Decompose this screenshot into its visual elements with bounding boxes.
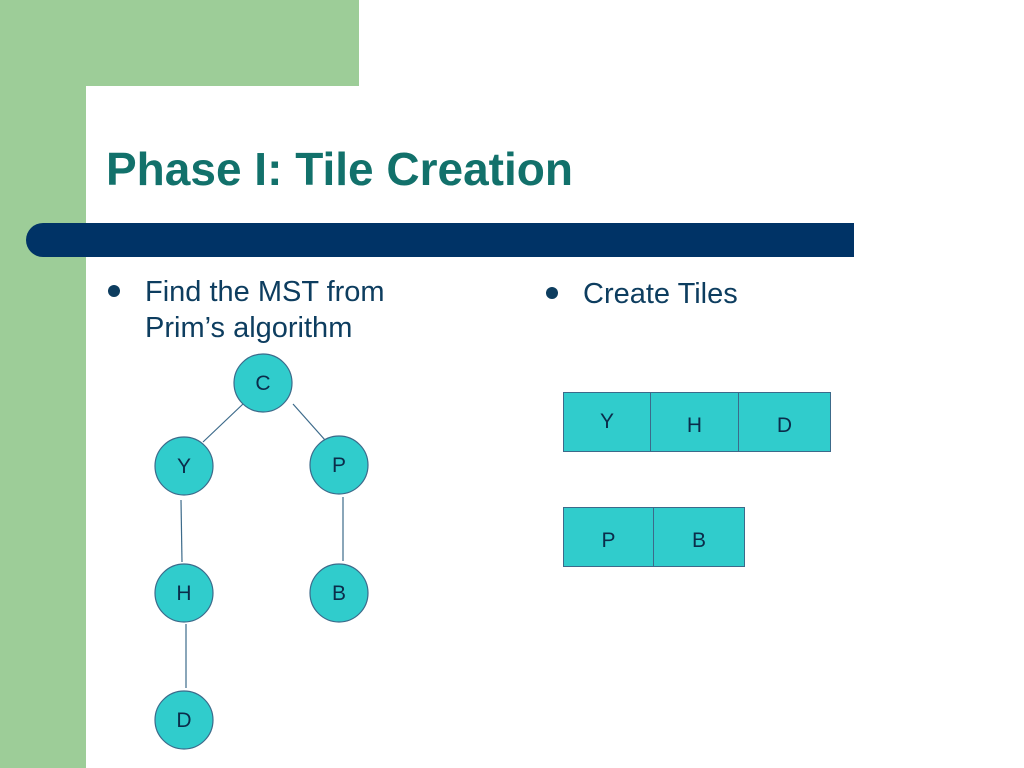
- tile-label: D: [776, 414, 793, 437]
- tree-edge-y-h: [180, 499, 183, 563]
- tile-cell: B: [654, 508, 744, 566]
- tree-edges: [180, 403, 344, 688]
- node-label: H: [176, 582, 191, 605]
- tile-cell: P: [564, 508, 654, 566]
- node-label: D: [176, 709, 191, 732]
- bullet-text: Create Tiles: [583, 278, 738, 310]
- tree-node-c: C: [233, 353, 293, 413]
- node-label: Y: [177, 455, 191, 478]
- tree-node-h: H: [154, 563, 214, 623]
- bullet-text-line1: Find the MST from: [145, 276, 385, 308]
- tile-cell: Y: [564, 393, 651, 451]
- tree-node-y: Y: [154, 436, 214, 496]
- tree-node-p: P: [309, 435, 369, 495]
- tree-edge-c-y: [202, 403, 244, 443]
- node-label: C: [255, 372, 270, 395]
- decorative-green-band-top: [86, 0, 359, 86]
- tile-cell: H: [651, 393, 739, 451]
- decorative-green-band-left: [0, 0, 86, 768]
- slide-title: Phase I: Tile Creation: [106, 143, 573, 195]
- bullet-dot-icon: [546, 287, 558, 299]
- tree-node-b: B: [309, 563, 369, 623]
- bullet-find-mst: Find the MST from Prim’s algorithm: [108, 274, 448, 354]
- bullet-create-tiles: Create Tiles: [546, 276, 846, 316]
- tile-cell: D: [739, 393, 830, 451]
- tree-edge-c-p: [292, 403, 326, 441]
- title-underline-bar: [26, 223, 854, 257]
- node-label: B: [332, 582, 346, 605]
- tile-label: P: [601, 529, 616, 552]
- tree-node-d: D: [154, 690, 214, 750]
- bullet-text-line2: Prim’s algorithm: [145, 312, 353, 344]
- node-label: P: [332, 454, 346, 477]
- bullet-dot-icon: [108, 285, 120, 297]
- tile-label: Y: [599, 410, 614, 433]
- tile-label: H: [686, 414, 703, 437]
- decorative-rounded-corner: [86, 86, 246, 206]
- tile-row-y-h-d: Y H D: [563, 392, 831, 452]
- tile-row-p-b: P B: [563, 507, 745, 567]
- tile-label: B: [691, 529, 706, 552]
